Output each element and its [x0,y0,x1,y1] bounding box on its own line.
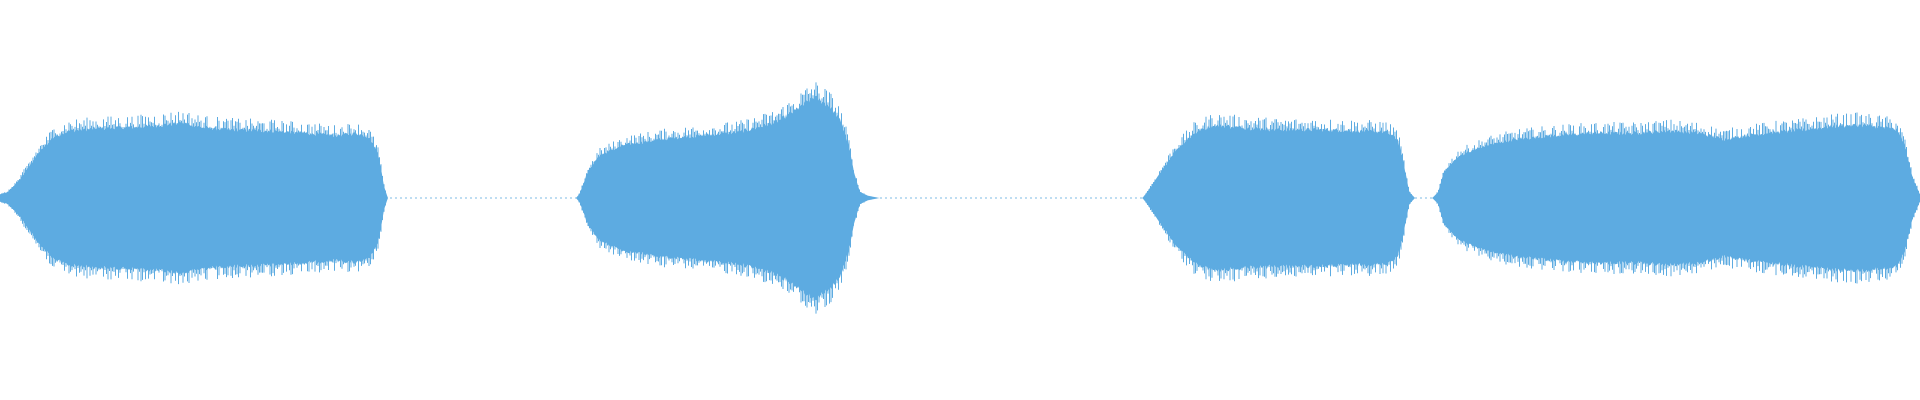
waveform-segment-4[interactable] [1438,0,1920,400]
waveform-segment-3[interactable] [1146,0,1409,400]
waveform-segment-1[interactable] [0,0,388,400]
waveform-peaks [0,82,1920,314]
waveform-segment-2[interactable] [580,0,860,400]
waveform-peak-lines [0,82,1920,314]
